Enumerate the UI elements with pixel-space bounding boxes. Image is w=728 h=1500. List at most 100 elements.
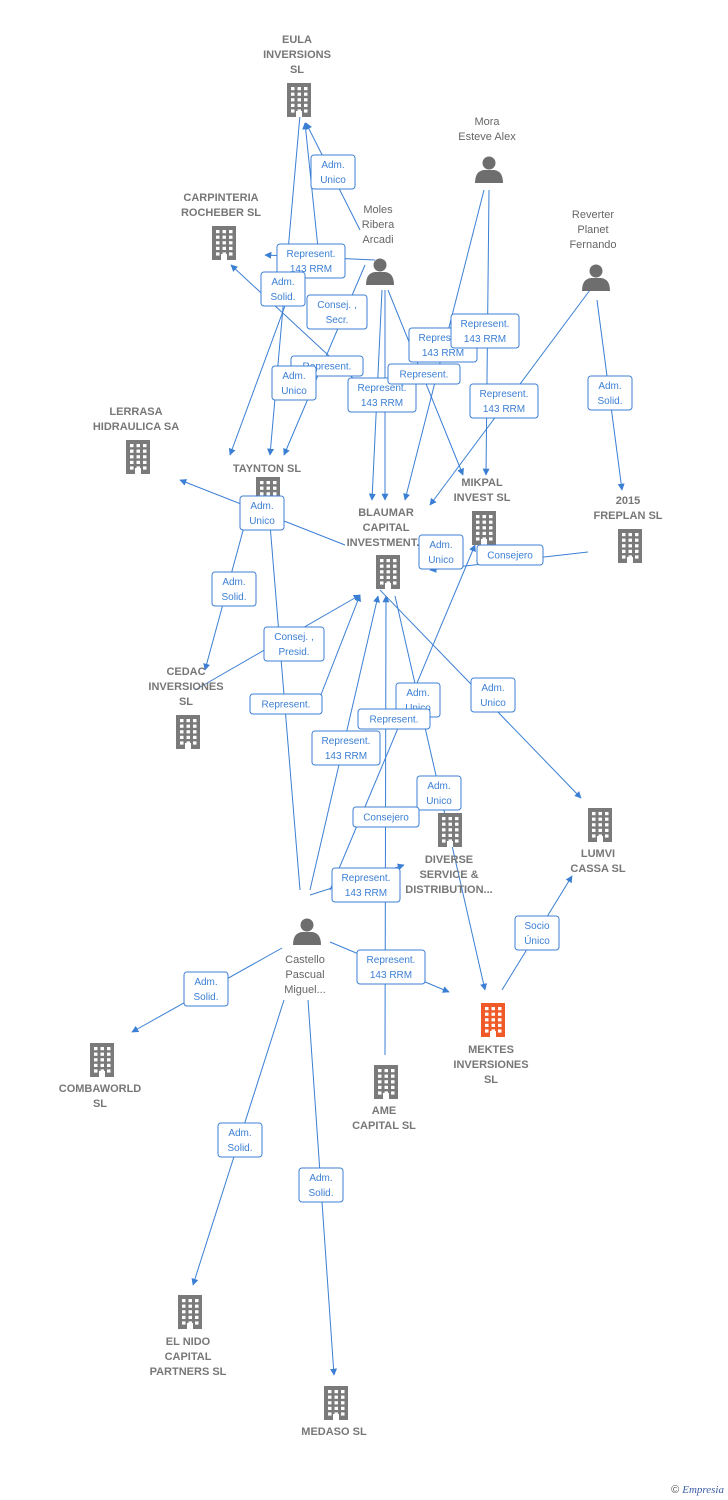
edge-label-text: Represent. xyxy=(303,362,352,373)
building-icon xyxy=(126,440,150,474)
edge-label-text: Adm.Unico xyxy=(428,540,454,566)
edge-label[interactable]: Adm.Unico xyxy=(239,495,285,531)
edge-label[interactable]: Adm.Unico xyxy=(418,534,464,570)
edge-label[interactable]: Adm.Unico xyxy=(470,677,516,713)
building-icon xyxy=(376,555,400,589)
edge-label-text: Represent. xyxy=(370,715,419,726)
node-medaso[interactable]: MEDASO SL xyxy=(301,1386,367,1438)
building-icon xyxy=(618,529,642,563)
edge-label[interactable]: Represent.143 RRM xyxy=(331,867,401,903)
edge-label-text: Adm.Unico xyxy=(480,683,506,709)
person-icon xyxy=(366,258,394,285)
edge-label-text: Represent.143 RRM xyxy=(461,319,510,345)
footer-brand[interactable]: © Empresia xyxy=(671,1484,724,1496)
building-icon xyxy=(178,1295,202,1329)
edge-label[interactable]: Represent. xyxy=(357,708,431,730)
building-icon xyxy=(481,1003,505,1037)
edge-label[interactable]: Represent. xyxy=(249,693,323,715)
edge-label[interactable]: Adm.Solid. xyxy=(260,271,306,307)
edge-label-text: Adm.Solid. xyxy=(308,1173,333,1199)
edge-label-text: Adm.Solid. xyxy=(227,1128,252,1154)
edge-label[interactable]: Represent.143 RRM xyxy=(450,313,520,349)
edge-label[interactable]: Adm.Solid. xyxy=(183,971,229,1007)
building-icon xyxy=(438,813,462,847)
edge-label-text: Represent. xyxy=(400,370,449,381)
edge-label-text: Adm.Solid. xyxy=(221,577,246,603)
edge-label[interactable]: Represent.143 RRM xyxy=(469,383,539,419)
edge-label[interactable]: Consejero xyxy=(476,544,544,566)
edge-label[interactable]: Represent.143 RRM xyxy=(311,730,381,766)
edge-label[interactable]: Adm.Solid. xyxy=(587,375,633,411)
edge-label-text: Represent.143 RRM xyxy=(419,333,468,359)
edge-label[interactable]: Adm.Unico xyxy=(310,154,356,190)
edge-label[interactable]: Adm.Solid. xyxy=(217,1122,263,1158)
edge-label[interactable]: Represent.143 RRM xyxy=(356,949,426,985)
edge-label[interactable]: Adm.Solid. xyxy=(298,1167,344,1203)
edge-label-text: Consejero xyxy=(363,813,409,824)
edge-label[interactable]: Adm.Unico xyxy=(271,365,317,401)
building-icon xyxy=(212,226,236,260)
building-icon xyxy=(588,808,612,842)
brand-name: Empresia xyxy=(682,1484,724,1496)
edge-label[interactable]: Adm.Unico xyxy=(416,775,462,811)
edge-label[interactable]: Consej. ,Secr. xyxy=(306,294,368,330)
building-icon xyxy=(287,83,311,117)
edge-label-text: Adm.Unico xyxy=(281,371,307,397)
building-icon xyxy=(324,1386,348,1420)
edge-label[interactable]: Consej. ,Presid. xyxy=(263,626,325,662)
edge-label[interactable]: Consejero xyxy=(352,806,420,828)
edge-label[interactable]: Represent.143 RRM xyxy=(347,377,417,413)
edge-label-text: Adm.Solid. xyxy=(270,277,295,303)
edge-label-text: Consej. ,Presid. xyxy=(274,632,313,658)
edge-label-text: Represent.143 RRM xyxy=(480,389,529,415)
node-label: MEDASO SL xyxy=(301,1426,367,1438)
building-icon xyxy=(176,715,200,749)
edge-label-text: Represent.143 RRM xyxy=(287,249,336,275)
node-label: TAYNTON SL xyxy=(233,463,302,475)
copyright-symbol: © xyxy=(671,1484,680,1496)
person-icon xyxy=(582,264,610,291)
edge-label-text: Represent.143 RRM xyxy=(342,873,391,899)
edge-label[interactable]: Adm.Solid. xyxy=(211,571,257,607)
edge-label-text: Adm.Solid. xyxy=(193,977,218,1003)
edge-label[interactable]: Represent.143 RRM xyxy=(276,243,346,279)
edge-label-text: Represent.143 RRM xyxy=(358,383,407,409)
person-icon xyxy=(293,918,321,945)
edge-label[interactable]: Represent. xyxy=(387,363,461,385)
edge-label-text: Adm.Unico xyxy=(426,781,452,807)
edge-label-text: Adm.Unico xyxy=(320,160,346,186)
